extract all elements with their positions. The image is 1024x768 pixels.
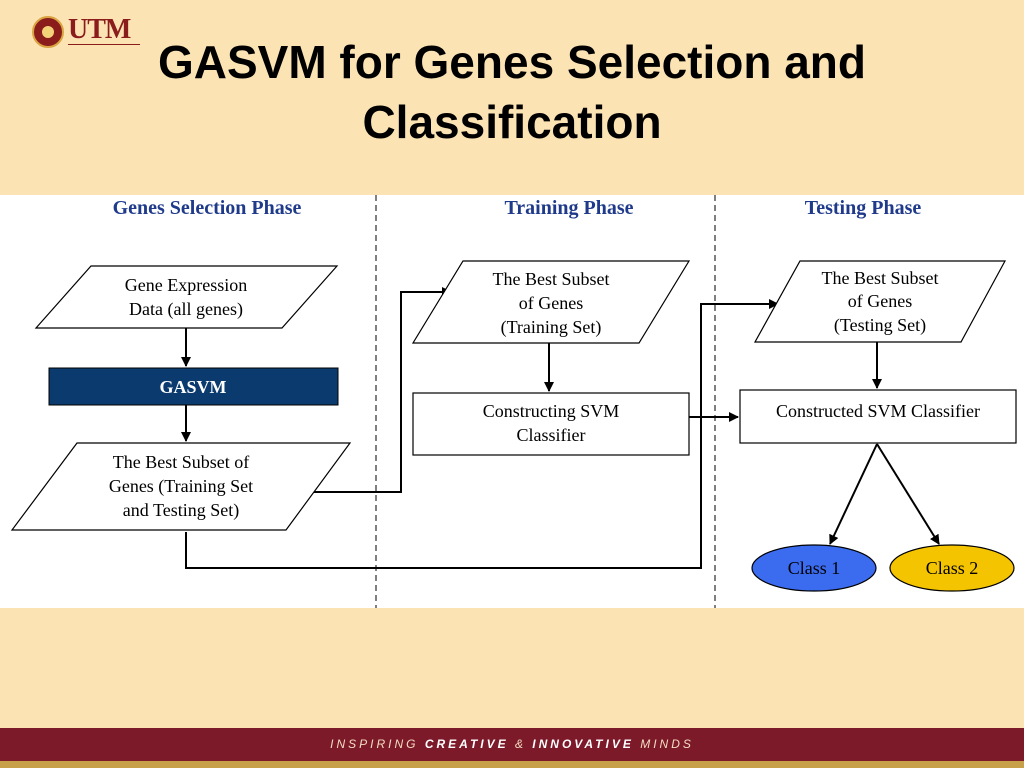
slide-title: GASVM for Genes Selection and Classifica… [157, 36, 867, 148]
arrow-subset-to-training [313, 287, 452, 493]
node-class1: Class 1 [751, 544, 877, 592]
node-gene-expression-line2: Data (all genes) [129, 299, 243, 320]
node-gene-expression-line1: Gene Expression [125, 275, 247, 295]
node-class1-label: Class 1 [788, 558, 841, 578]
tagline-part3: & [508, 737, 533, 751]
arrow-subset-to-testing [185, 299, 779, 569]
tagline-part5: MINDS [633, 737, 694, 751]
diagram-canvas: Genes Selection Phase Training Phase Tes… [10, 195, 1017, 608]
arrow-to-class1 [829, 443, 878, 545]
node-best-subset-testing: The Best Subset of Genes (Testing Set) [753, 260, 1007, 343]
node-gasvm: GASVM [48, 367, 339, 406]
node-best-subset-training: The Best Subset of Genes (Training Set) [411, 260, 691, 344]
phase-heading-testing: Testing Phase [805, 197, 922, 219]
node-best-subset-training-line1: The Best Subset [493, 269, 610, 289]
node-constructing-svm-line1: Constructing SVM [483, 401, 620, 421]
node-best-subset-training-line2: of Genes [519, 293, 583, 313]
tagline-part2: CREATIVE [424, 737, 509, 751]
node-gene-expression: Gene Expression Data (all genes) [34, 265, 339, 329]
slide-footer: INSPIRING CREATIVE & INNOVATIVE MINDS [0, 728, 1024, 768]
footer-tagline: INSPIRING CREATIVE & INNOVATIVE MINDS [0, 737, 1024, 751]
node-best-subset-all-line2: Genes (Training Set [109, 476, 253, 497]
node-best-subset-testing-line2: of Genes [848, 291, 912, 311]
phase-heading-training: Training Phase [504, 197, 633, 219]
node-best-subset-all: The Best Subset of Genes (Training Set a… [10, 442, 352, 531]
node-gasvm-label: GASVM [160, 377, 227, 397]
node-class2: Class 2 [889, 544, 1015, 592]
flow-diagram: Genes Selection Phase Training Phase Tes… [0, 195, 1024, 608]
node-best-subset-all-line1: The Best Subset of [113, 452, 250, 472]
utm-seal-icon [32, 16, 64, 48]
tagline-part1: INSPIRING [330, 737, 425, 751]
node-best-subset-testing-line1: The Best Subset [822, 268, 939, 288]
node-class2-label: Class 2 [926, 558, 979, 578]
node-best-subset-testing-line3: (Testing Set) [834, 315, 926, 336]
node-best-subset-training-line3: (Training Set) [501, 317, 602, 338]
node-constructing-svm: Constructing SVM Classifier [412, 392, 690, 456]
arrow-to-class2 [876, 443, 940, 545]
logo-text: UTM [68, 14, 131, 45]
node-constructed-svm: Constructed SVM Classifier [739, 389, 1017, 444]
node-constructing-svm-line2: Classifier [517, 425, 586, 445]
utm-logo: UTM [30, 14, 140, 54]
logo-underline [68, 44, 140, 49]
slide-header: UTM GASVM for Genes Selection and Classi… [0, 0, 1024, 195]
slide-body-empty [0, 608, 1024, 728]
tagline-part4: INNOVATIVE [532, 737, 634, 751]
phase-heading-selection: Genes Selection Phase [113, 197, 302, 219]
node-constructed-svm-label: Constructed SVM Classifier [776, 401, 980, 421]
node-best-subset-all-line3: and Testing Set) [123, 500, 239, 521]
